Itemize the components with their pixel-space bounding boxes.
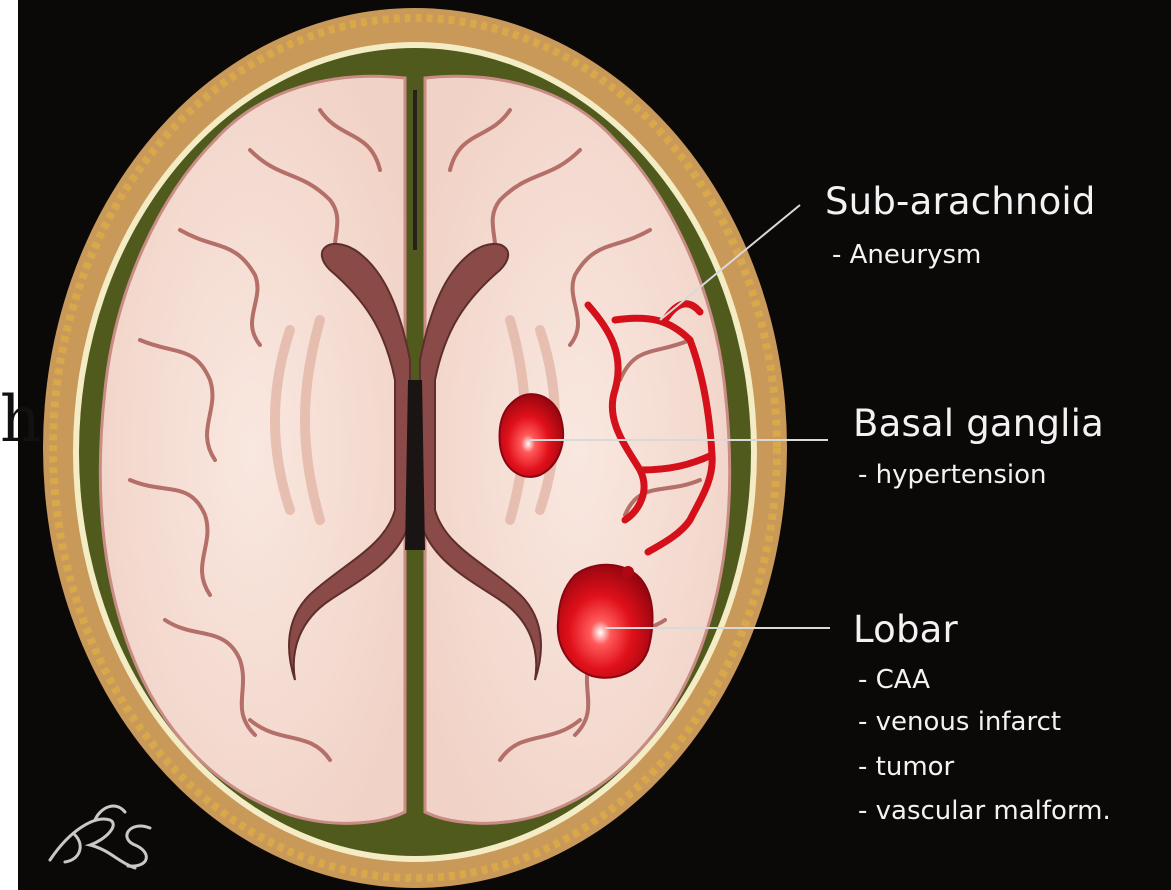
lobar-hemorrhage-satellite <box>622 566 634 578</box>
subarachnoid-title: Sub-arachnoid <box>825 180 1096 223</box>
basal-ganglia-hemorrhage <box>500 394 564 477</box>
subarachnoid-cause-aneurysm: - Aneurysm <box>832 240 981 270</box>
lobar-title: Lobar <box>853 608 958 651</box>
basal-ganglia-cause-hypertension: - hypertension <box>858 460 1047 490</box>
lobar-hemorrhage <box>558 565 653 678</box>
basal-ganglia-title: Basal ganglia <box>853 402 1104 445</box>
lobar-cause-tumor: - tumor <box>858 752 954 782</box>
artist-signature-logo <box>50 806 150 868</box>
lobar-cause-vascular-malformation: - vascular malform. <box>858 796 1111 826</box>
lobar-cause-venous-infarct: - venous infarct <box>858 707 1061 737</box>
lobar-cause-caa: - CAA <box>858 665 930 695</box>
third-ventricle <box>405 380 425 550</box>
